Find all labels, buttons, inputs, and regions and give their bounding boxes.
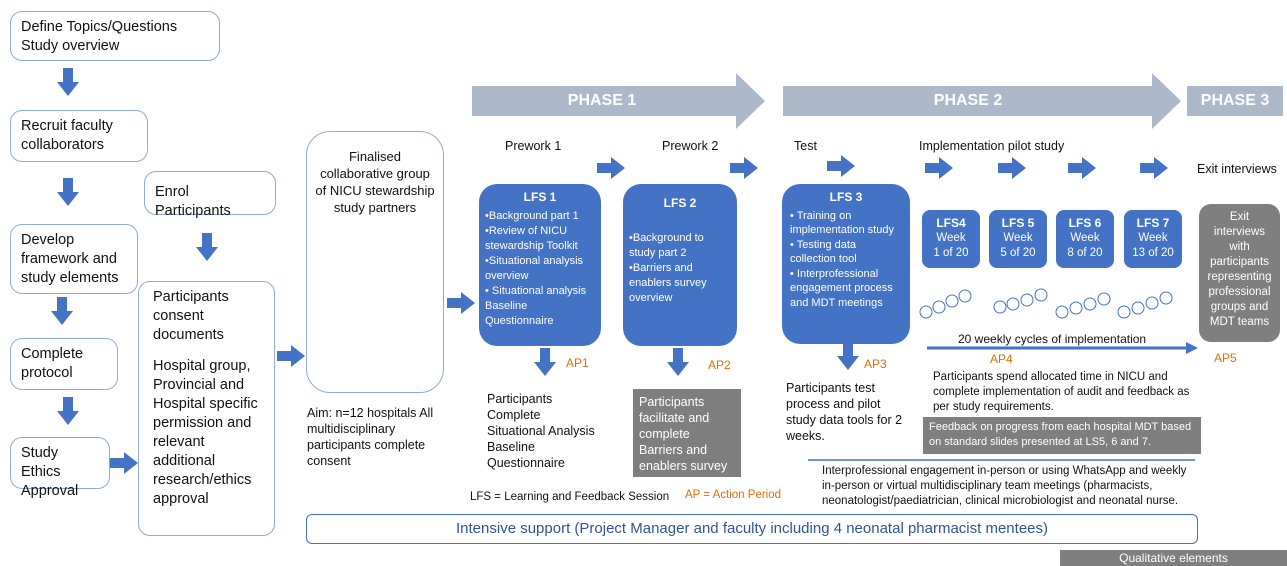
arrow-impl-4 bbox=[1140, 157, 1168, 179]
lfs2-item: •Background to study part 2 bbox=[629, 232, 704, 259]
arrow-impl-3 bbox=[1068, 157, 1096, 179]
lfs4-title: LFS4 bbox=[936, 216, 966, 230]
qualitative-elements-label: Qualitative elements bbox=[1060, 550, 1287, 566]
finalised-group-box: Finalised collaborative group of NICU st… bbox=[306, 131, 444, 393]
develop-framework-text: Develop framework and study elements bbox=[21, 232, 119, 286]
lfs1-item: •Background part 1 bbox=[485, 210, 579, 222]
lfs1-item: •Situational analysis overview bbox=[485, 255, 584, 282]
test-header: Test bbox=[794, 139, 817, 153]
week-label: Week bbox=[1003, 232, 1033, 244]
lfs6-title: LFS 6 bbox=[1068, 216, 1102, 230]
arrow-down-4 bbox=[57, 397, 79, 425]
arrow-down-ap3 bbox=[837, 342, 859, 370]
ap1-description: Participants Complete Situational Analys… bbox=[487, 392, 595, 470]
ap2-label: AP2 bbox=[708, 358, 731, 372]
ethics-approval-text: Study Ethics Approval bbox=[21, 445, 79, 499]
consent-box: Participants consent documents Hospital … bbox=[138, 281, 275, 536]
phase3-label: PHASE 3 bbox=[1200, 92, 1270, 109]
lfs3-item: • Interprofessional engagement process a… bbox=[790, 267, 893, 309]
arrow-down-ap2 bbox=[667, 348, 689, 376]
arrow-right-consent bbox=[277, 345, 305, 367]
arrow-down-2 bbox=[57, 178, 79, 206]
phase3-box bbox=[1187, 86, 1283, 116]
exit-interviews-header: Exit interviews bbox=[1197, 162, 1277, 176]
arrow-test bbox=[827, 155, 855, 177]
complete-protocol-text: Complete protocol bbox=[21, 346, 84, 381]
arrow-down-1 bbox=[57, 68, 79, 96]
phase1-label: PHASE 1 bbox=[567, 92, 637, 109]
enrol-participants-box: Enrol Participants bbox=[144, 171, 276, 219]
hospital-permission-text: Hospital group, Provincial and Hospital … bbox=[153, 358, 258, 507]
arrow-prework2 bbox=[730, 157, 758, 179]
arrow-impl-1 bbox=[925, 157, 953, 179]
week-label: Week bbox=[1070, 232, 1100, 244]
lfs3-title: LFS 3 bbox=[829, 190, 863, 204]
week-number: 13 of 20 bbox=[1132, 247, 1174, 259]
lfs-legend: LFS = Learning and Feedback Session bbox=[470, 491, 670, 503]
arrow-right-group bbox=[447, 292, 475, 314]
pilot-header: Implementation pilot study bbox=[919, 139, 1065, 153]
cycles-arrowhead bbox=[1186, 342, 1198, 354]
aim-text: Aim: n=12 hospitals All multidisciplinar… bbox=[307, 406, 434, 468]
arrow-down-enrol bbox=[196, 233, 218, 261]
lfs1-item: •Review of NICU stewardship Toolkit bbox=[485, 225, 578, 252]
lfs3-box: LFS 3 • Training on implementation study… bbox=[782, 184, 910, 344]
ap1-label: AP1 bbox=[566, 356, 589, 370]
intensive-support-box: Intensive support (Project Manager and f… bbox=[306, 514, 1198, 544]
ap-legend: AP = Action Period bbox=[685, 489, 782, 501]
prework1-header: Prework 1 bbox=[505, 139, 562, 153]
arrow-down-ap1 bbox=[534, 348, 556, 376]
lfs4-week-box: LFS4 Week 1 of 20 bbox=[922, 210, 980, 268]
week-number: 8 of 20 bbox=[1067, 247, 1103, 259]
consent-documents-text: Participants consent documents bbox=[153, 289, 229, 343]
lfs6-week-box: LFS 6 Week 8 of 20 bbox=[1056, 210, 1114, 268]
recruit-faculty-box: Recruit faculty collaborators bbox=[10, 110, 148, 162]
lfs2-item: •Barriers and enablers survey overview bbox=[629, 262, 707, 304]
feedback-box: Feedback on progress from each hospital … bbox=[923, 417, 1201, 454]
week-number: 5 of 20 bbox=[1000, 247, 1036, 259]
interprofessional-text: Interprofessional engagement in-person o… bbox=[822, 465, 1187, 507]
phase1-arrow bbox=[472, 73, 765, 129]
cycle-clusters bbox=[919, 288, 1173, 319]
phase2-label: PHASE 2 bbox=[933, 92, 1003, 109]
ap2-description: Participants facilitate and complete Bar… bbox=[633, 389, 741, 477]
define-topics-text: Define Topics/Questions Study overview bbox=[21, 19, 178, 54]
lfs7-week-box: LFS 7 Week 13 of 20 bbox=[1124, 210, 1182, 268]
ap3-label: AP3 bbox=[864, 357, 887, 371]
lfs2-box: LFS 2 •Background to study part 2 •Barri… bbox=[623, 184, 737, 346]
arrow-down-3 bbox=[51, 297, 73, 325]
arrow-prework bbox=[597, 157, 625, 179]
prework2-header: Prework 2 bbox=[662, 139, 719, 153]
ap5-label: AP5 bbox=[1214, 351, 1237, 365]
ap4-label: AP4 bbox=[990, 352, 1013, 366]
ethics-approval-box: Study Ethics Approval bbox=[10, 437, 110, 499]
lfs3-item: • Testing data collection tool bbox=[790, 238, 857, 266]
finalised-group-text: Finalised collaborative group of NICU st… bbox=[315, 149, 435, 215]
define-topics-box: Define Topics/Questions Study overview bbox=[10, 11, 220, 61]
exit-interviews-box: Exit interviews with participants repres… bbox=[1199, 204, 1280, 342]
lfs1-title: LFS 1 bbox=[523, 190, 557, 204]
lfs1-box: LFS 1 •Background part 1 •Review of NICU… bbox=[479, 184, 601, 346]
lfs5-title: LFS 5 bbox=[1001, 216, 1035, 230]
ap4-description: Participants spend allocated time in NIC… bbox=[933, 371, 1190, 413]
lfs1-item: • Situational analysis Baseline Question… bbox=[485, 285, 587, 327]
cycles-label: 20 weekly cycles of implementation bbox=[958, 332, 1147, 346]
ap3-description: Participants test process and pilot stud… bbox=[786, 381, 903, 443]
lfs7-title: LFS 7 bbox=[1136, 216, 1170, 230]
lfs2-title: LFS 2 bbox=[663, 196, 697, 210]
lfs3-item: • Training on implementation study bbox=[790, 209, 894, 237]
arrow-impl-2 bbox=[998, 157, 1026, 179]
lfs5-week-box: LFS 5 Week 5 of 20 bbox=[989, 210, 1047, 268]
develop-framework-box: Develop framework and study elements bbox=[10, 224, 138, 294]
arrow-right-ethics bbox=[110, 452, 138, 474]
week-label: Week bbox=[1138, 232, 1168, 244]
recruit-faculty-text: Recruit faculty collaborators bbox=[21, 118, 113, 153]
phase2-arrow bbox=[783, 73, 1181, 129]
enrol-participants-text: Enrol Participants bbox=[155, 184, 231, 219]
complete-protocol-box: Complete protocol bbox=[10, 338, 118, 390]
week-number: 1 of 20 bbox=[933, 247, 969, 259]
week-label: Week bbox=[936, 232, 966, 244]
